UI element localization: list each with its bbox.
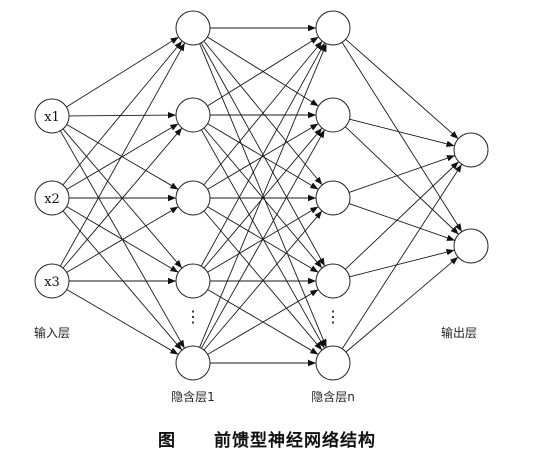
- figure-caption: 图 前馈型神经网络结构: [0, 426, 534, 451]
- ellipsis-icon: ⋮: [185, 307, 201, 326]
- connections: [59, 24, 462, 367]
- connection-1-2-0: [203, 41, 323, 186]
- layer-label-2: 隐含层n: [311, 389, 355, 404]
- connection-1-4-3: [207, 289, 319, 355]
- layer-label-1: 隐含层1: [171, 389, 215, 404]
- node-label: x3: [44, 275, 60, 290]
- nodes: x1 x2 x3 ⋮ ⋮: [34, 10, 489, 381]
- connection-2-1-1: [344, 126, 459, 235]
- connection-2-3-0: [344, 161, 459, 270]
- caption-figure: 图: [158, 431, 176, 451]
- connection-0-2-2: [66, 206, 179, 273]
- node-layer3-0: [453, 132, 489, 168]
- connection-1-4-2: [203, 210, 323, 351]
- node-layer1-4: [175, 345, 211, 381]
- node-layer2-1: [315, 97, 351, 133]
- layer-label-3: 输出层: [441, 325, 477, 340]
- node-layer0-2: [34, 263, 70, 299]
- connection-0-1-1: [66, 123, 179, 190]
- caption-title: 前馈型神经网络结构: [214, 431, 376, 451]
- connection-0-2-0: [59, 42, 185, 267]
- node-layer2-0: [315, 10, 351, 46]
- connection-2-4-0: [341, 164, 462, 349]
- node-layer1-3: [175, 263, 211, 299]
- connection-0-0-0: [66, 36, 179, 108]
- connection-0-2-4: [66, 289, 179, 355]
- node-label: x2: [44, 192, 60, 207]
- node-layer2-2: [315, 180, 351, 216]
- node-layer1-2: [175, 180, 211, 216]
- node-layer1-0: [175, 10, 211, 46]
- connection-1-1-0: [207, 36, 319, 107]
- connection-0-1-0: [62, 41, 183, 186]
- connection-1-4-0: [199, 43, 327, 348]
- node-layer1-1: [175, 97, 211, 133]
- connection-2-1-0: [349, 118, 455, 147]
- connection-2-0-1: [341, 42, 462, 232]
- connection-2-4-1: [345, 256, 459, 353]
- connection-2-2-1: [348, 203, 455, 241]
- connection-1-3-0: [200, 42, 325, 267]
- ellipsis-icon: ⋮: [325, 307, 341, 326]
- connection-1-2-1: [207, 123, 319, 190]
- node-label: x1: [44, 110, 60, 125]
- node-layer0-1: [34, 180, 70, 216]
- connection-2-2-0: [348, 155, 455, 193]
- node-layer2-4: [315, 345, 351, 381]
- connection-0-0-1: [68, 111, 176, 119]
- connection-0-2-1: [62, 127, 183, 269]
- node-layer2-3: [315, 263, 351, 299]
- node-layer0-0: [34, 98, 70, 134]
- node-layer3-1: [453, 228, 489, 264]
- connection-1-4-1: [201, 129, 325, 349]
- connection-1-3-1: [203, 128, 323, 269]
- connection-2-0-0: [345, 38, 459, 139]
- connection-0-1-4: [62, 210, 182, 351]
- connection-2-3-1: [349, 249, 455, 278]
- layer-label-0: 输入层: [34, 325, 70, 340]
